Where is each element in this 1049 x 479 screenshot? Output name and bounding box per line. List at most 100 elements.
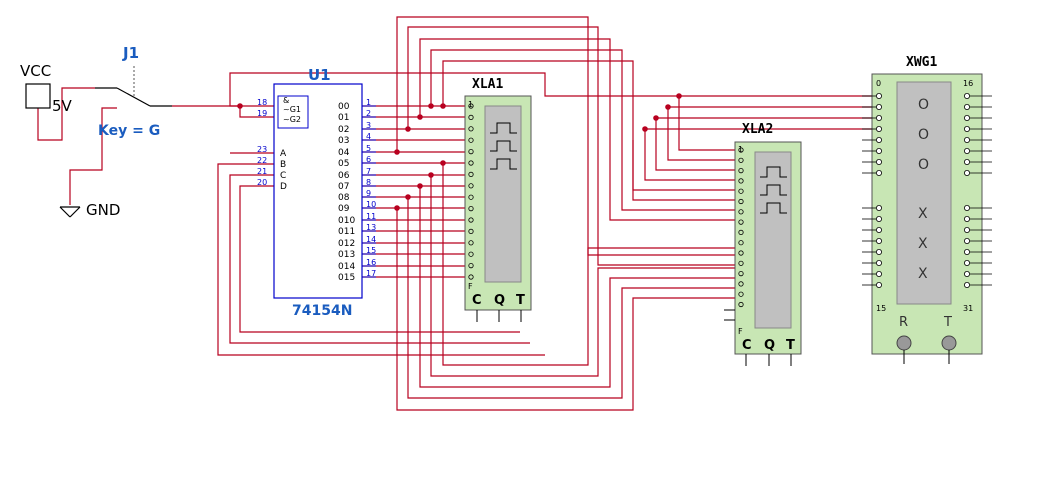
xla1-pin-5[interactable] xyxy=(468,160,474,166)
xla2-pin-6[interactable] xyxy=(738,209,744,215)
xla2-bottom-pin: F xyxy=(738,327,743,336)
xla2-pin-11[interactable] xyxy=(738,260,744,266)
gnd-label: GND xyxy=(86,201,120,219)
xla1-pin-9[interactable] xyxy=(468,206,474,212)
xwg1-right-pin-15[interactable] xyxy=(964,281,971,288)
xla1-pin-12[interactable] xyxy=(468,240,474,246)
xla2-pin-1[interactable] xyxy=(738,157,744,163)
xwg1-right-pin-5[interactable] xyxy=(964,147,971,154)
xwg1-left-pin-6[interactable] xyxy=(876,158,883,165)
xla2-pin-4[interactable] xyxy=(738,188,744,194)
xwg1-right-pin-13[interactable] xyxy=(964,259,971,266)
decoder-select-pin-1: 22 xyxy=(257,156,267,165)
wire-enable-loop xyxy=(239,106,274,118)
xwg1-right-pin-0[interactable] xyxy=(964,93,971,100)
xwg1-right-pin-8[interactable] xyxy=(964,204,971,211)
xla1-pin-8[interactable] xyxy=(468,194,474,200)
wire-loop-d xyxy=(430,49,735,211)
xla1-c: C xyxy=(472,293,482,308)
xwg1-left-pin-8[interactable] xyxy=(876,204,883,211)
xwg1-right-pin-4[interactable] xyxy=(964,136,971,143)
decoder-output-13: 013 xyxy=(338,250,355,260)
xla2-pin-7[interactable] xyxy=(738,219,744,225)
xwg1-right-pin-7[interactable] xyxy=(964,169,971,176)
xla1-pin-6[interactable] xyxy=(468,171,474,177)
junction-dot-10 xyxy=(440,160,446,166)
xwg1-r-label: R xyxy=(899,315,908,330)
xwg1-left-pin-1[interactable] xyxy=(876,104,883,111)
xla1-pin-3[interactable] xyxy=(468,137,474,143)
xwg1-left-pin-7[interactable] xyxy=(876,169,883,176)
xwg1-right-pin-1[interactable] xyxy=(964,104,971,111)
xla2-pin-13[interactable] xyxy=(738,281,744,287)
decoder-output-pin-1: 2 xyxy=(366,109,371,118)
xla2-pin-9[interactable] xyxy=(738,240,744,246)
xla2-pin-14[interactable] xyxy=(738,291,744,297)
xwg1-right-pin-10[interactable] xyxy=(964,226,971,233)
xla2-pin-8[interactable] xyxy=(738,229,744,235)
xwg1-left-pin-5[interactable] xyxy=(876,147,883,154)
decoder-output-pin-0: 1 xyxy=(366,98,371,107)
xla1-pin-15[interactable] xyxy=(468,274,474,280)
decoder-output-5: 05 xyxy=(338,159,349,169)
xwg1-r-terminal[interactable] xyxy=(896,335,912,351)
xwg1-left-pin-2[interactable] xyxy=(876,115,883,122)
junction-dot-7 xyxy=(405,194,411,200)
xla1-pin-2[interactable] xyxy=(468,126,474,132)
xwg1-left-pin-4[interactable] xyxy=(876,136,883,143)
xwg1-left-pin-0[interactable] xyxy=(876,93,883,100)
junction-dot-5 xyxy=(440,103,446,109)
logic-analyzer-xla2[interactable]: XLA2 1 F C Q T xyxy=(724,122,802,366)
wire-sel-c xyxy=(229,174,530,344)
xla2-pin-3[interactable] xyxy=(738,178,744,184)
xwg1-right-pin-11[interactable] xyxy=(964,237,971,244)
xwg1-left-pin-9[interactable] xyxy=(876,215,883,222)
xla2-pin-12[interactable] xyxy=(738,270,744,277)
decoder-output-pin-13: 15 xyxy=(366,246,376,255)
junction-dot-4 xyxy=(428,103,434,109)
xla1-waveform-icon xyxy=(490,122,517,170)
xla1-screen xyxy=(484,105,522,283)
switch-j1[interactable]: J1 Key = G xyxy=(95,44,172,139)
xla2-pin-15[interactable] xyxy=(738,301,744,308)
xla1-pin-7[interactable] xyxy=(468,183,474,189)
xla2-pin-10[interactable] xyxy=(738,250,744,256)
xwg1-left-pin-11[interactable] xyxy=(876,237,883,244)
xwg1-mark-6: X xyxy=(918,266,928,282)
logic-analyzer-xla1[interactable]: XLA1 1 F C Q T xyxy=(464,77,532,322)
xla2-top-pin: 1 xyxy=(738,145,743,154)
xwg1-t-terminal[interactable] xyxy=(941,335,957,351)
wire-low-e xyxy=(442,163,735,366)
xwg1-left-pin-13[interactable] xyxy=(876,259,883,266)
xla1-pin-14[interactable] xyxy=(468,262,474,269)
xwg1-left-pin-3[interactable] xyxy=(876,126,883,133)
wire-low-c xyxy=(419,186,735,388)
xla2-pin-0[interactable] xyxy=(738,147,744,153)
xla1-pin-1[interactable] xyxy=(468,114,474,121)
xla1-pin-0[interactable] xyxy=(468,103,474,109)
xwg1-right-pin-9[interactable] xyxy=(964,215,971,222)
xwg1-left-pin-14[interactable] xyxy=(876,270,883,277)
wire-loop-c xyxy=(419,38,735,221)
decoder-select-name-2: C xyxy=(280,171,286,181)
decoder-u1[interactable]: U1 74154N xyxy=(273,66,363,319)
xla2-pin-2[interactable] xyxy=(738,168,744,174)
xwg1-left-pin-15[interactable] xyxy=(876,281,883,288)
xla1-pin-4[interactable] xyxy=(468,149,474,155)
xwg1-right-pin-2[interactable] xyxy=(964,115,971,122)
decoder-output-pin-3: 4 xyxy=(366,132,371,141)
word-generator-xwg1[interactable]: XWG1 0 16 15 31 O O O X X X R T xyxy=(871,55,983,364)
xwg1-right-pin-12[interactable] xyxy=(964,248,971,255)
xla1-pin-10[interactable] xyxy=(468,217,474,223)
xwg1-right-pin-6[interactable] xyxy=(964,158,971,165)
xla1-pin-13[interactable] xyxy=(468,251,474,257)
xwg1-left-pin-10[interactable] xyxy=(876,226,883,233)
xwg1-left-pin-12[interactable] xyxy=(876,248,883,255)
wire-xwg-1 xyxy=(678,96,735,151)
xwg1-right-pin-3[interactable] xyxy=(964,126,971,133)
xla2-pin-5[interactable] xyxy=(738,198,744,205)
xwg1-right-pin-14[interactable] xyxy=(964,270,971,277)
xla1-pin-11[interactable] xyxy=(468,228,474,234)
xwg1-t-label: T xyxy=(943,315,952,330)
